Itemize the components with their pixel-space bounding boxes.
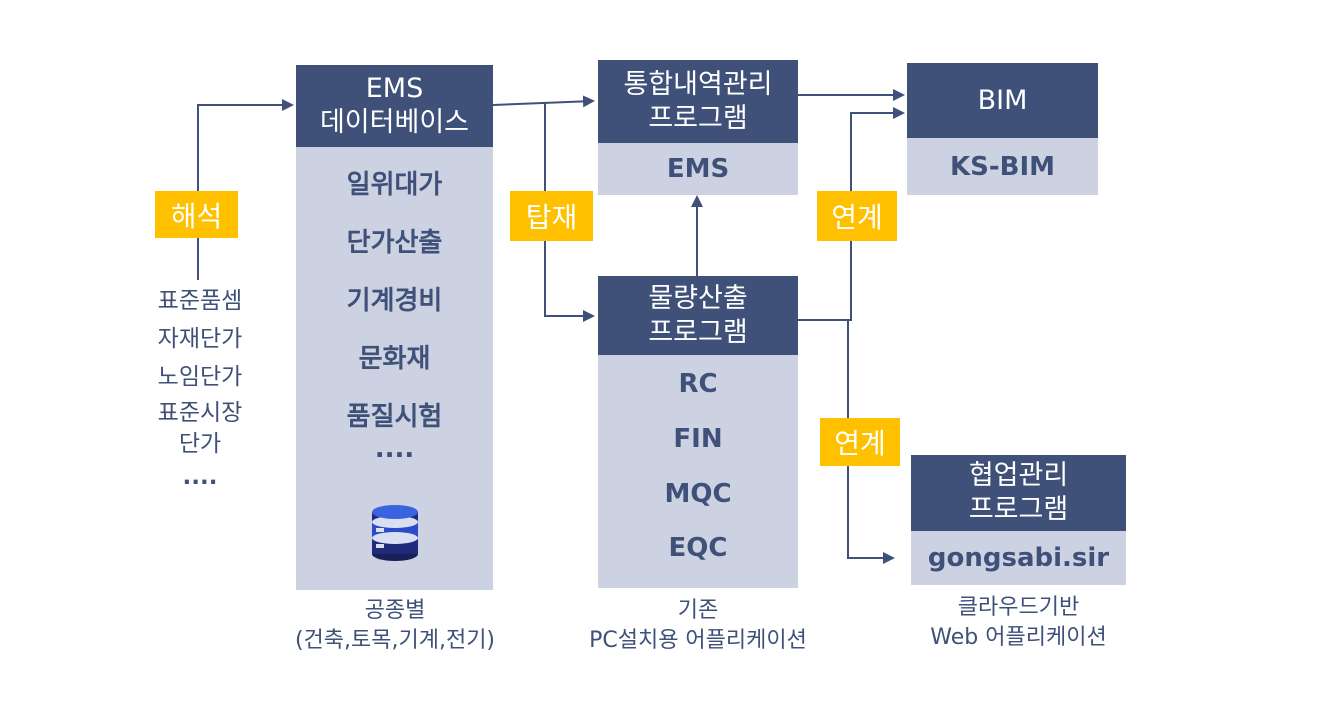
collab-program-title: 프로그램 bbox=[968, 494, 1069, 525]
mount-tag: 탑재 bbox=[510, 191, 593, 241]
quantity-program-body: RC FIN MQC EQC bbox=[598, 355, 798, 588]
list-item: 노임단가 bbox=[157, 364, 243, 390]
caption-line: 클라우드기반 bbox=[957, 595, 1080, 620]
ems-database-caption: 공종별 (건축,토목,기계,전기) bbox=[265, 596, 525, 656]
integrated-program-title: 통합내역관리 bbox=[623, 68, 773, 100]
bim-title: BIM bbox=[977, 84, 1028, 116]
caption-line: PC설치용 어플리케이션 bbox=[589, 628, 807, 653]
standard-source-list: 표준품셈 자재단가 노임단가 표준시장 단가 .... bbox=[130, 282, 270, 496]
list-item: 품질시험 bbox=[346, 402, 443, 432]
quantity-program-caption: 기존 PC설치용 어플리케이션 bbox=[560, 596, 836, 656]
list-item: FIN bbox=[673, 423, 723, 454]
list-item: 기계경비 bbox=[346, 286, 443, 316]
list-item: 표준시장 bbox=[157, 400, 243, 426]
collab-program-header: 협업관리 프로그램 bbox=[911, 455, 1126, 531]
list-item: .... bbox=[182, 464, 218, 490]
caption-line: 기존 bbox=[677, 598, 719, 623]
arrow-ems-to-quantity bbox=[544, 103, 595, 322]
ems-database-body: 일위대가 단가산출 기계경비 문화재 품질시험 .... bbox=[296, 147, 493, 590]
integrated-program-sub-label: EMS bbox=[666, 154, 730, 184]
list-item: 자재단가 bbox=[157, 326, 243, 352]
link-tag-collab: 연계 bbox=[820, 418, 900, 466]
list-item: RC bbox=[678, 369, 718, 399]
bim-sub-label: KS-BIM bbox=[949, 151, 1056, 182]
list-item: 단가산출 bbox=[346, 228, 443, 258]
quantity-program-title: 프로그램 bbox=[648, 316, 748, 348]
list-item: 문화재 bbox=[358, 344, 431, 374]
list-item: 표준품셈 bbox=[157, 288, 243, 314]
caption-line: (건축,토목,기계,전기) bbox=[294, 628, 496, 653]
ems-database-title: 데이터베이스 bbox=[319, 107, 470, 138]
arrow-ems-to-integrated bbox=[492, 95, 595, 108]
quantity-program-title: 물량산출 bbox=[648, 282, 748, 314]
ems-database-header: EMS 데이터베이스 bbox=[296, 65, 493, 147]
list-item: .... bbox=[374, 434, 415, 464]
integrated-program-sub: EMS bbox=[598, 143, 798, 195]
caption-line: 공종별 bbox=[364, 598, 426, 623]
list-item: 일위대가 bbox=[346, 170, 443, 200]
caption-line: Web 어플리케이션 bbox=[930, 625, 1107, 650]
list-item: EQC bbox=[668, 533, 728, 564]
integrated-program-header: 통합내역관리 프로그램 bbox=[598, 60, 798, 143]
collab-program-caption: 클라우드기반 Web 어플리케이션 bbox=[885, 593, 1152, 653]
integrated-program-title: 프로그램 bbox=[648, 102, 748, 134]
interpret-tag: 해석 bbox=[155, 191, 238, 238]
link-tag-bim: 연계 bbox=[817, 191, 897, 241]
list-item: MQC bbox=[664, 478, 732, 509]
collab-program-sub: gongsabi.sir bbox=[911, 531, 1126, 585]
bim-sub: KS-BIM bbox=[907, 138, 1098, 195]
arrow-quantity-to-collab bbox=[847, 320, 895, 564]
list-item: 단가 bbox=[178, 431, 222, 457]
quantity-program-header: 물량산출 프로그램 bbox=[598, 276, 798, 355]
ems-database-title: EMS bbox=[365, 73, 424, 104]
bim-header: BIM bbox=[907, 63, 1098, 138]
collab-program-title: 협업관리 bbox=[968, 460, 1069, 491]
collab-program-sub-label: gongsabi.sir bbox=[927, 543, 1110, 573]
database-icon bbox=[371, 505, 418, 561]
